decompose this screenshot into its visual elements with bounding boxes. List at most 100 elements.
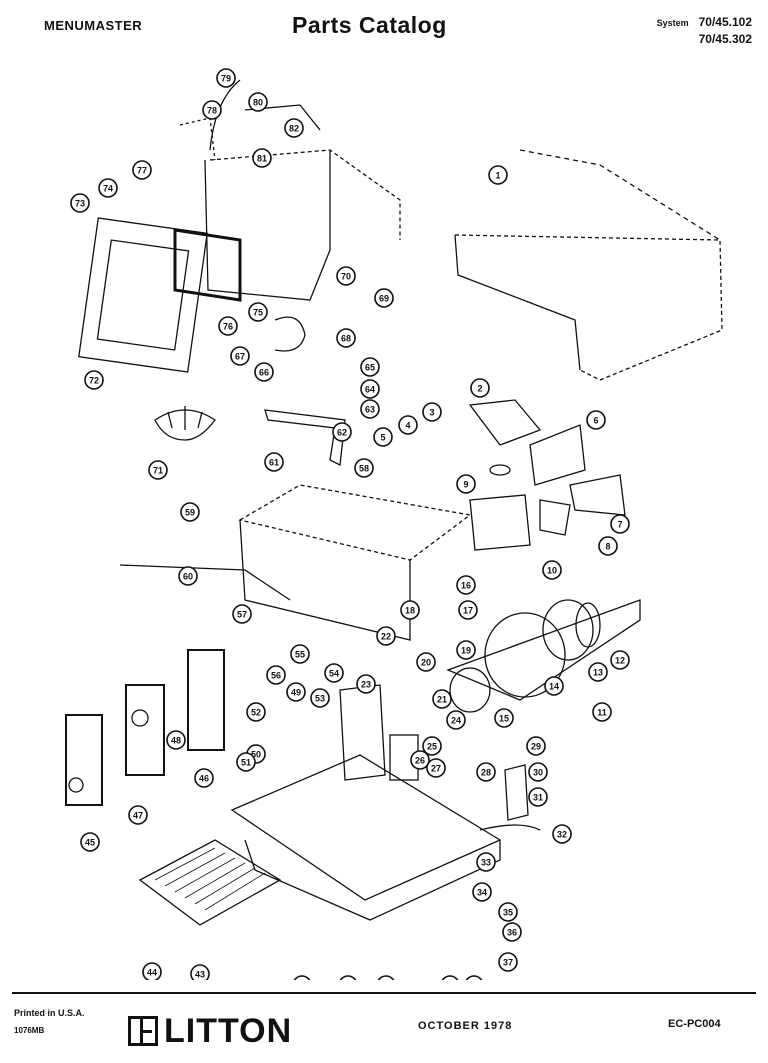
callout-64: 64 bbox=[360, 379, 380, 399]
callout-circle bbox=[446, 710, 466, 730]
callout-circle bbox=[84, 370, 104, 390]
callout-circle bbox=[286, 682, 306, 702]
callout-56: 56 bbox=[266, 665, 286, 685]
callout-circle bbox=[374, 288, 394, 308]
callout-circle bbox=[470, 378, 490, 398]
callout-label: 62 bbox=[337, 428, 347, 438]
callout-label: 35 bbox=[503, 908, 513, 918]
callout-circle bbox=[498, 952, 518, 972]
callout-43: 43 bbox=[190, 964, 210, 980]
callout-label: 5 bbox=[380, 433, 385, 443]
callout-circle bbox=[441, 975, 459, 980]
callout-circle bbox=[336, 266, 356, 286]
callout-label: 82 bbox=[289, 124, 299, 134]
callout-10: 10 bbox=[542, 560, 562, 580]
callout-circle bbox=[148, 460, 168, 480]
callout-label: 21 bbox=[437, 695, 447, 705]
callout-circle bbox=[376, 626, 396, 646]
callout-29: 29 bbox=[526, 736, 546, 756]
callout-circle bbox=[458, 600, 478, 620]
callout-circle bbox=[432, 689, 452, 709]
callout-circle bbox=[246, 702, 266, 722]
callout-label: 46 bbox=[199, 774, 209, 784]
callout-circle bbox=[528, 762, 548, 782]
callout-label: 26 bbox=[415, 756, 425, 766]
callout-label: 24 bbox=[451, 716, 461, 726]
litton-logo: LITTON bbox=[128, 1012, 292, 1050]
callout-circle bbox=[377, 975, 395, 980]
callout-82: 82 bbox=[284, 118, 304, 138]
callout-label: 50 bbox=[251, 750, 261, 760]
callout-label: 2 bbox=[477, 384, 482, 394]
callout-77: 77 bbox=[132, 160, 152, 180]
callout-37: 37 bbox=[498, 952, 518, 972]
callout-circle bbox=[128, 805, 148, 825]
callout-label: 32 bbox=[557, 830, 567, 840]
callout-80: 80 bbox=[248, 92, 268, 112]
callout-65: 65 bbox=[360, 357, 380, 377]
callout-label: 12 bbox=[615, 656, 625, 666]
callout-70: 70 bbox=[336, 266, 356, 286]
callout-label: 15 bbox=[499, 714, 509, 724]
callout-label: 77 bbox=[137, 166, 147, 176]
callout-label: 74 bbox=[103, 184, 113, 194]
callout-label: 25 bbox=[427, 742, 437, 752]
callout-label: 45 bbox=[85, 838, 95, 848]
callout-13: 13 bbox=[588, 662, 608, 682]
callout-label: 63 bbox=[365, 405, 375, 415]
callout-circle bbox=[502, 922, 522, 942]
callout-label: 44 bbox=[147, 968, 157, 978]
brand-name: MENUMASTER bbox=[44, 18, 143, 33]
callout-label: 66 bbox=[259, 368, 269, 378]
callout-label: 33 bbox=[481, 858, 491, 868]
callout-label: 28 bbox=[481, 768, 491, 778]
callout-circle bbox=[494, 708, 514, 728]
callout-circle bbox=[586, 410, 606, 430]
callout-circle bbox=[592, 702, 612, 722]
callout-label: 27 bbox=[431, 764, 441, 774]
callout-28: 28 bbox=[476, 762, 496, 782]
callout-58: 58 bbox=[354, 458, 374, 478]
callout-14: 14 bbox=[544, 676, 564, 696]
callout-75: 75 bbox=[248, 302, 268, 322]
callout-21: 21 bbox=[432, 689, 452, 709]
callout-label: 48 bbox=[171, 736, 181, 746]
callout-label: 9 bbox=[463, 480, 468, 490]
callout-circle bbox=[142, 962, 162, 980]
callout-label: 4 bbox=[405, 421, 410, 431]
callout-label: 81 bbox=[257, 154, 267, 164]
callout-label: 17 bbox=[463, 606, 473, 616]
callout-circle bbox=[132, 160, 152, 180]
callout-circle bbox=[456, 474, 476, 494]
callout-circle bbox=[552, 824, 572, 844]
callout-circle bbox=[98, 178, 118, 198]
callout-label: 6 bbox=[593, 416, 598, 426]
callout-circle bbox=[610, 650, 630, 670]
callout-label: 51 bbox=[241, 758, 251, 768]
callout-circle bbox=[252, 148, 272, 168]
callout-42: 42 bbox=[293, 975, 311, 980]
callout-73: 73 bbox=[70, 193, 90, 213]
callout-label: 10 bbox=[547, 566, 557, 576]
form-code: 1076MB bbox=[14, 1026, 45, 1035]
callout-circle bbox=[202, 100, 222, 120]
callout-label: 79 bbox=[221, 74, 231, 84]
callout-34: 34 bbox=[472, 882, 492, 902]
callout-8: 8 bbox=[598, 536, 618, 556]
callout-label: 68 bbox=[341, 334, 351, 344]
callout-circle bbox=[528, 787, 548, 807]
callout-2: 2 bbox=[470, 378, 490, 398]
callout-52: 52 bbox=[246, 702, 266, 722]
callout-label: 65 bbox=[365, 363, 375, 373]
system-number-2: 70/45.302 bbox=[698, 32, 752, 46]
callout-layer: 1234567891011121314151617181920212223242… bbox=[70, 68, 630, 980]
callout-label: 16 bbox=[461, 581, 471, 591]
callout-circle bbox=[356, 674, 376, 694]
callout-48: 48 bbox=[166, 730, 186, 750]
callout-label: 75 bbox=[253, 308, 263, 318]
callout-35: 35 bbox=[498, 902, 518, 922]
callout-circle bbox=[354, 458, 374, 478]
callout-label: 47 bbox=[133, 811, 143, 821]
callout-7: 7 bbox=[610, 514, 630, 534]
